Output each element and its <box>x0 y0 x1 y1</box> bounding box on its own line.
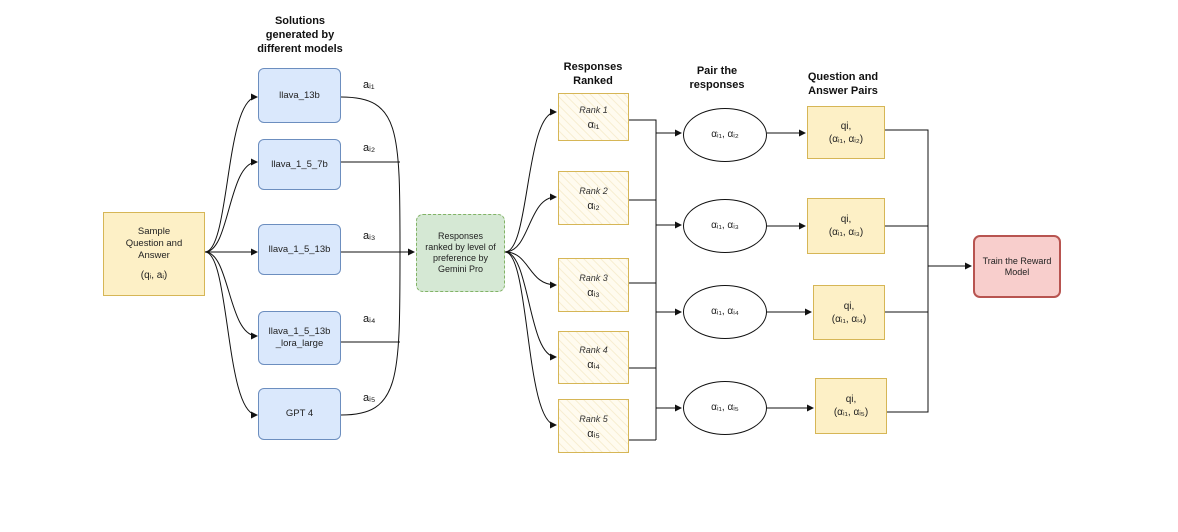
pair-circle-4: αᵢ₁, αᵢ₅ <box>683 381 767 435</box>
model-box-llava-1-5-13b: llava_1_5_13b <box>258 224 341 275</box>
pair-circle-2: αᵢ₁, αᵢ₃ <box>683 199 767 253</box>
edge-label-a1: aᵢ₁ <box>363 79 375 91</box>
edge-label-a2: aᵢ₂ <box>363 142 376 154</box>
model-box-gpt4: GPT 4 <box>258 388 341 440</box>
qa-pair-box-4: qi,(αᵢ₁, αᵢ₅) <box>815 378 887 434</box>
edge-label-a3: aᵢ₃ <box>363 230 376 242</box>
qa-pair-box-1: qi,(αᵢ₁, αᵢ₂) <box>807 106 885 159</box>
model-box-llava-13b: llava_13b <box>258 68 341 123</box>
edge-label-a4: aᵢ₄ <box>363 313 376 325</box>
pair-circle-1: αᵢ₁, αᵢ₂ <box>683 108 767 162</box>
model-box-llava-1-5-7b: llava_1_5_7b <box>258 139 341 190</box>
qa-pair-box-3: qi,(αᵢ₁, αᵢ₄) <box>813 285 885 340</box>
pair-circle-3: αᵢ₁, αᵢ₄ <box>683 285 767 339</box>
edge-label-a5: aᵢ₅ <box>363 392 376 404</box>
qa-pair-box-2: qi,(αᵢ₁, αᵢ₃) <box>807 198 885 254</box>
sample-qa-box: Sample Question and Answer (qᵢ, aᵢ) <box>103 212 205 296</box>
model-box-llava-1-5-13b-lora: llava_1_5_13b _lora_large <box>258 311 341 365</box>
